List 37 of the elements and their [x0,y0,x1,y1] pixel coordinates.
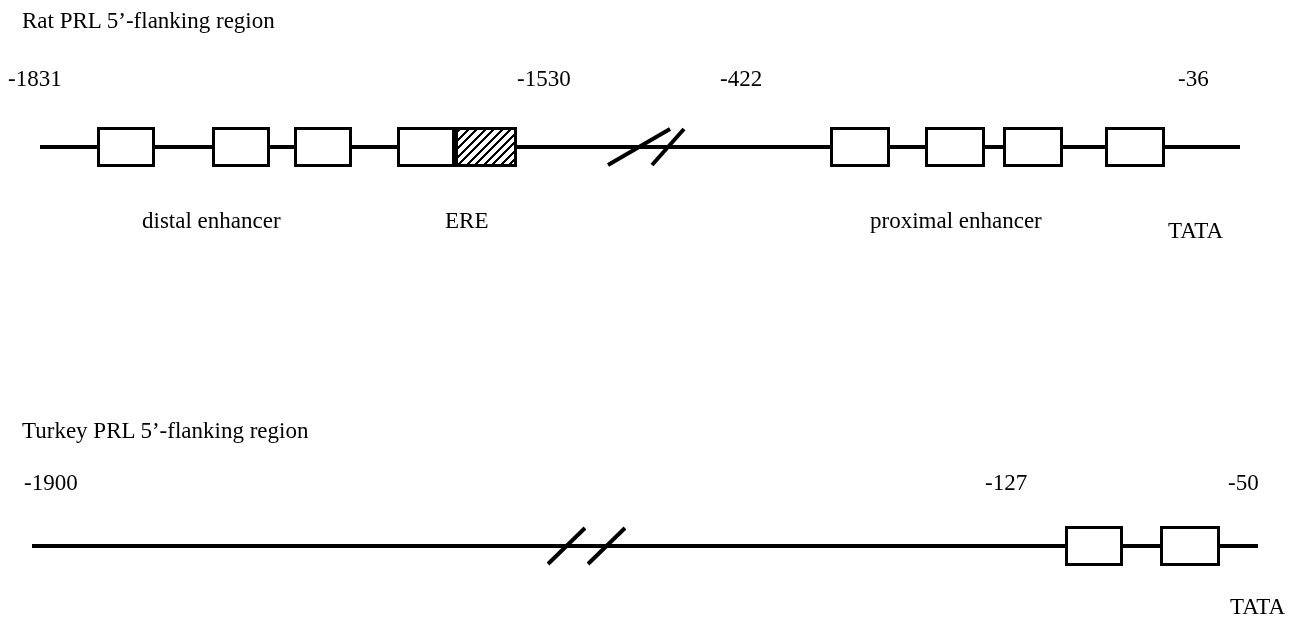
position-label: -1530 [517,66,571,92]
dna-line [1220,544,1258,548]
tata-label: TATA [1168,218,1224,244]
region-label: ERE [445,208,489,234]
element-box [294,127,352,167]
dna-line [1063,145,1105,149]
dna-line [40,145,97,149]
dna-line [985,145,1003,149]
sequence-title: Rat PRL 5’-flanking region [22,8,275,34]
dna-line [1165,145,1240,149]
sequence-title: Turkey PRL 5’-flanking region [22,418,309,444]
element-box [1003,127,1063,167]
element-box [925,127,985,167]
position-label: -1900 [24,470,78,496]
dna-line [1123,544,1160,548]
hatched-element-box [455,127,517,167]
position-label: -1831 [8,66,62,92]
dna-line [155,145,212,149]
dna-line [270,145,294,149]
position-label: -422 [720,66,763,92]
element-box [212,127,270,167]
position-label: -50 [1228,470,1259,496]
element-box [1105,127,1165,167]
dna-line [517,145,830,149]
dna-line [32,544,1065,548]
element-box [397,127,455,167]
tata-label: TATA [1230,594,1286,620]
position-label: -127 [985,470,1028,496]
dna-line [352,145,397,149]
position-label: -36 [1178,66,1209,92]
region-label: proximal enhancer [870,208,1042,234]
element-box [830,127,890,167]
dna-line [890,145,925,149]
element-box [97,127,155,167]
element-box [1160,526,1220,566]
element-box [1065,526,1123,566]
region-label: distal enhancer [142,208,281,234]
